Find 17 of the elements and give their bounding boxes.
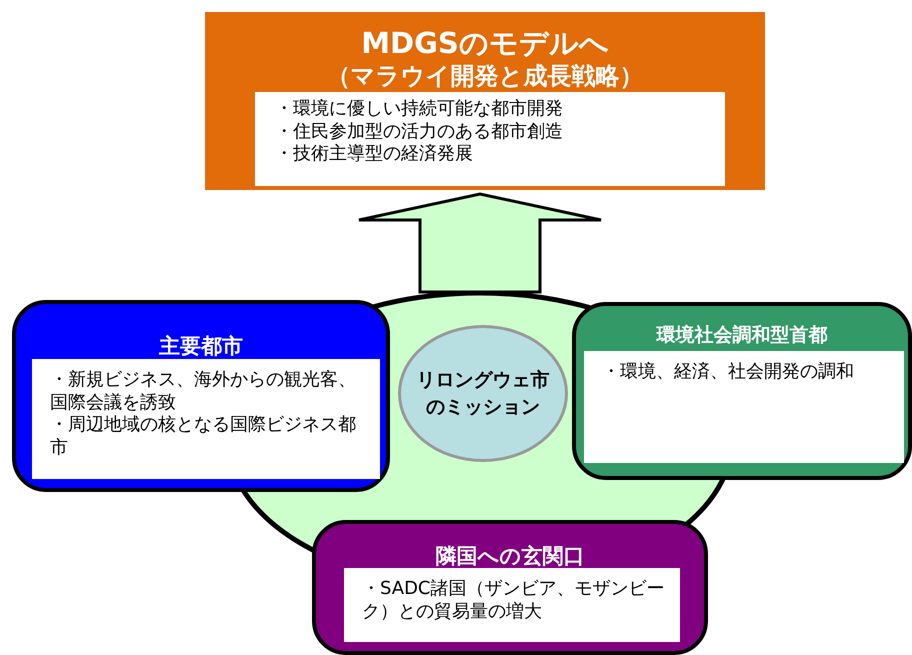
block-arrow (358, 192, 602, 294)
topic-box (572, 302, 912, 480)
box-title: 隣国への玄関口 (434, 543, 586, 570)
bullet-text: ・環境、経済、社会開発の調和 (602, 361, 855, 384)
bullet-text: ・新規ビジネス、海外からの観光客、国際会議を誘致 (50, 369, 357, 414)
bullet-text: ・環境に優しい持続可能な都市開発 (275, 98, 564, 120)
header-box (205, 12, 765, 190)
heading: MDGSのモデルへ (360, 25, 610, 62)
topic-box (312, 520, 708, 655)
box-title: 主要都市 (158, 333, 244, 360)
bullet-text: ・周辺地域の核となる国際ビジネス都市 (50, 414, 357, 459)
bullet-text: ・住民参加型の活力のある都市創造 (275, 120, 564, 143)
box-title: 環境社会調和型首都 (655, 323, 828, 348)
topic-box (12, 300, 390, 492)
subheading: （マラウイ開発と成長戦略） (326, 61, 644, 92)
bullet-text: ・技術主導型の経済発展 (275, 143, 474, 166)
bullet-text: ・SADC諸国（ザンビア、モザンビーク）との貿易量の増大 (362, 578, 666, 623)
